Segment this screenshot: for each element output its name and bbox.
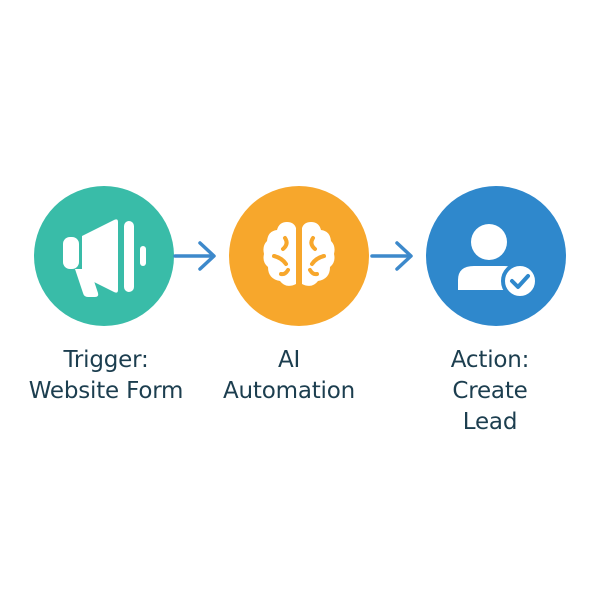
megaphone-icon [63,219,146,297]
label-ai-line1: AI [277,347,301,373]
arrow-1 [173,241,216,271]
arrow-2 [370,241,413,271]
step-ai [229,186,369,326]
step-action [426,186,566,326]
label-trigger: Trigger: Website Form [6,345,206,407]
label-action-line1: Action: [450,347,530,373]
label-ai: AI Automation [189,345,389,407]
label-ai-line2: Automation [223,378,355,404]
label-action: Action: Create Lead [390,345,590,438]
user-check-icon [458,224,539,300]
label-action-line2: Create [452,378,528,404]
brain-folds [272,236,326,277]
step-trigger [34,186,174,326]
label-action-line3: Lead [462,409,518,435]
label-trigger-line1: Trigger: [63,347,149,373]
label-trigger-line2: Website Form [28,378,184,404]
ai-circle [229,186,369,326]
